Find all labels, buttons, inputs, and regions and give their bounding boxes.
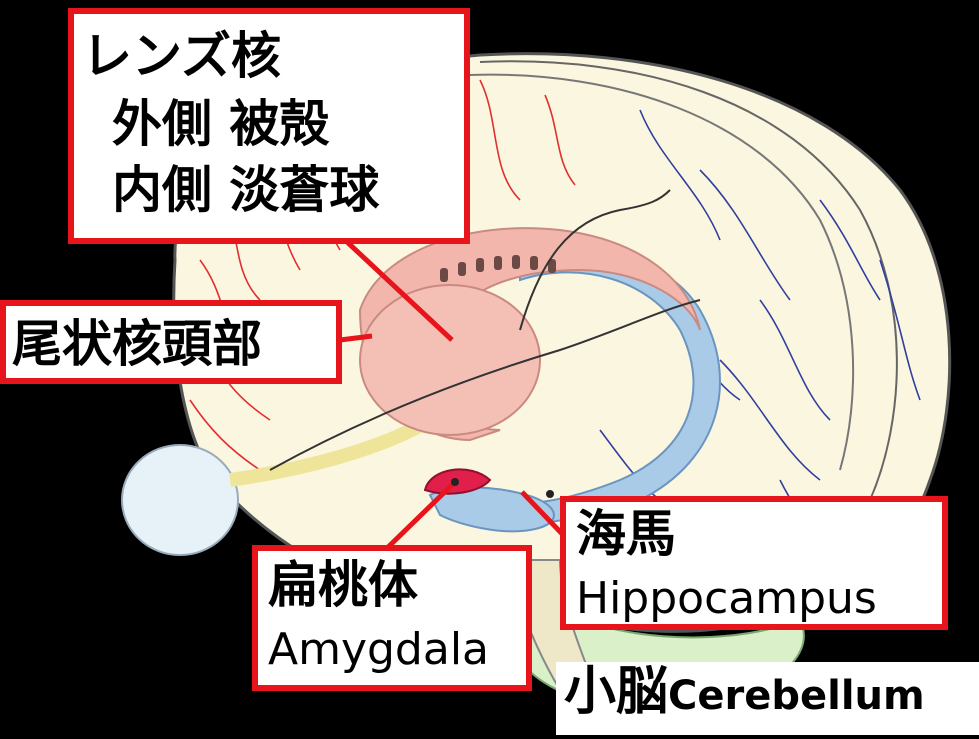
- label-lentiform-title: レンズ核: [82, 26, 464, 86]
- label-caudate-title: 尾状核頭部: [12, 314, 336, 374]
- optic-globe: [122, 445, 238, 555]
- label-cerebellum-ja: 小脳: [564, 662, 668, 722]
- pointer-dot-amygdala: [451, 478, 459, 486]
- label-cerebellum-en: Cerebellum: [668, 673, 925, 719]
- label-hippocampus-en: Hippocampus: [576, 574, 942, 624]
- label-amygdala-ja: 扁桃体: [268, 555, 526, 615]
- label-lentiform: レンズ核 外側 被殻 内側 淡蒼球: [68, 8, 470, 244]
- label-amygdala: 扁桃体 Amygdala: [252, 545, 532, 691]
- label-lentiform-outer: 外側 被殻: [112, 94, 464, 154]
- label-hippocampus: 海馬 Hippocampus: [560, 496, 948, 630]
- label-caudate: 尾状核頭部: [0, 300, 342, 384]
- label-cerebellum: 小脳Cerebellum: [556, 662, 979, 735]
- label-lentiform-inner: 内側 淡蒼球: [112, 160, 464, 220]
- pointer-dot-hippocampus: [546, 490, 554, 498]
- label-amygdala-en: Amygdala: [268, 625, 526, 675]
- label-hippocampus-ja: 海馬: [576, 504, 942, 564]
